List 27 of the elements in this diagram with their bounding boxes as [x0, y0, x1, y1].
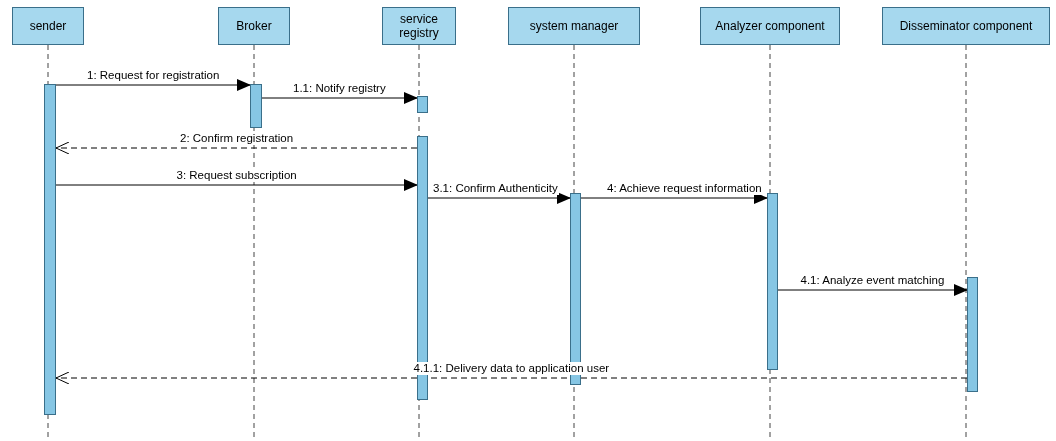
participant-box: service registry	[382, 7, 456, 45]
message-label: 4.1: Analyze event matching	[799, 274, 946, 287]
message-arrow	[55, 79, 251, 91]
message-label: 1.1: Notify registry	[292, 82, 387, 95]
return-message-arrow	[55, 371, 968, 385]
participant-box: system manager	[508, 7, 640, 45]
activation-bar	[250, 84, 262, 128]
message-label: 1: Request for registration	[86, 69, 221, 82]
activation-bar	[767, 193, 778, 370]
message-label: 3.1: Confirm Authenticity	[432, 182, 559, 195]
activation-bar	[44, 84, 56, 415]
message-arrow	[777, 284, 968, 296]
participant-box: Analyzer component	[700, 7, 840, 45]
message-arrow	[261, 92, 418, 104]
message-label: 4: Achieve request information	[606, 182, 763, 195]
activation-bar	[417, 96, 428, 113]
message-arrow	[55, 179, 418, 191]
activation-bar	[967, 277, 978, 392]
message-label: 4.1.1: Delivery data to application user	[412, 362, 611, 375]
message-arrow	[580, 192, 768, 204]
participant-box: sender	[12, 7, 84, 45]
message-arrow	[427, 192, 571, 204]
return-message-arrow	[55, 141, 418, 155]
participant-box: Disseminator component	[882, 7, 1050, 45]
participant-box: Broker	[218, 7, 290, 45]
message-label: 2: Confirm registration	[179, 132, 295, 145]
message-label: 3: Request subscription	[175, 169, 298, 182]
